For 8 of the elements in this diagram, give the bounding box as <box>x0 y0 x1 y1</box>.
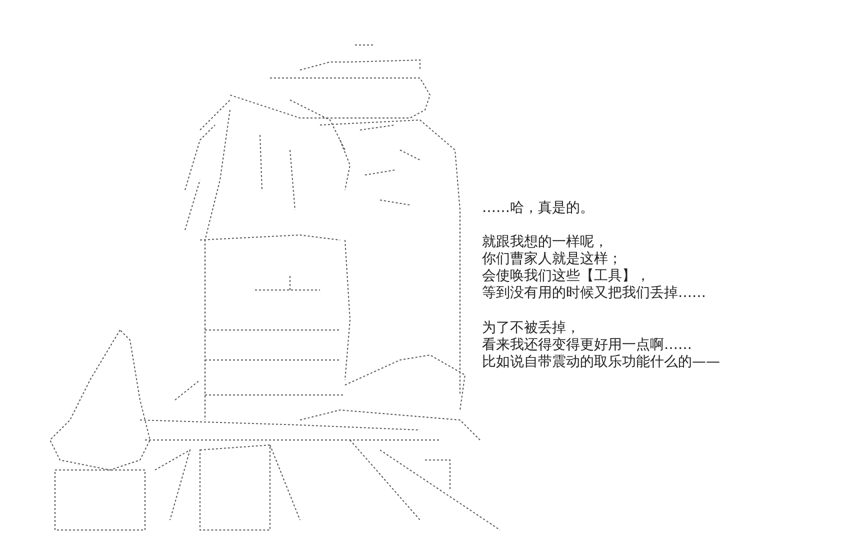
dialogue-line: 会使唤我们这些【工具】， <box>482 268 650 284</box>
dialogue-line: 比如说自带震动的取乐功能什么的—— <box>482 354 720 370</box>
dialogue-line: ……哈，真是的。 <box>482 200 594 216</box>
dialogue-line: 你们曹家人就是这样； <box>482 251 622 267</box>
dialogue-line: 就跟我想的一样呢， <box>482 234 608 250</box>
dialogue-line: 等到没有用的时候又把我们丢掉…… <box>482 285 706 301</box>
dialogue-line: 为了不被丢掉， <box>482 320 580 336</box>
dialogue-line: 看来我还得变得更好用一点啊…… <box>482 337 692 353</box>
